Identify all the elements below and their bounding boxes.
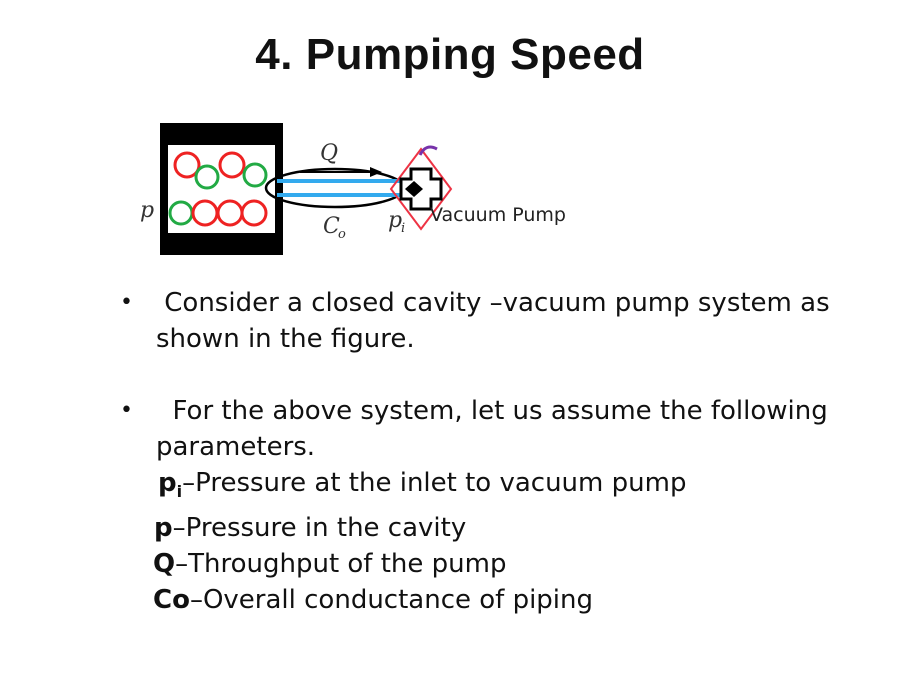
molecule [240, 199, 268, 227]
parameter-throughput: Q–Throughput of the pump [153, 546, 840, 582]
param-description: –Pressure in the cavity [172, 513, 467, 544]
molecule [218, 151, 246, 179]
parameter-inlet-pressure: pi–Pressure at the inlet to vacuum pump [158, 465, 840, 510]
pipe [264, 167, 415, 209]
inlet-pressure-label-sub: i [401, 221, 405, 236]
molecule [173, 151, 201, 179]
bullet-item: • For the above system, let us assume th… [120, 393, 840, 618]
parameter-cavity-pressure: p–Pressure in the cavity [154, 510, 840, 546]
param-description: –Pressure at the inlet to vacuum pump [182, 468, 687, 498]
vacuum-pump [389, 145, 453, 231]
bullet-list: • Consider a closed cavity –vacuum pump … [120, 285, 840, 618]
param-symbol: Co [153, 585, 190, 616]
bullet-text: For the above system, let us assume the … [156, 396, 837, 462]
bullet-symbol: • [120, 290, 133, 315]
conductance-label: C [323, 214, 340, 239]
slide-title: 4. Pumping Speed [255, 30, 645, 79]
param-description: –Throughput of the pump [175, 549, 507, 580]
throughput-label: Q [320, 141, 338, 166]
bullet-symbol: • [120, 398, 133, 423]
param-symbol: Q [153, 549, 176, 580]
conductance-label-sub: o [338, 227, 346, 242]
bullet-text: Consider a closed cavity –vacuum pump sy… [156, 288, 838, 354]
param-description: –Overall conductance of piping [189, 585, 594, 616]
molecule [242, 162, 268, 188]
bullet-item: • Consider a closed cavity –vacuum pump … [120, 285, 840, 357]
cavity-pressure-label: p [140, 198, 154, 223]
param-symbol-sub: i [176, 482, 183, 502]
vacuum-pump-label: Vacuum Pump [430, 204, 566, 226]
parameter-conductance: Co–Overall conductance of piping [153, 582, 840, 618]
param-symbol: p [154, 513, 173, 544]
molecule [194, 164, 220, 190]
cavity [160, 123, 283, 255]
param-symbol: p [158, 468, 177, 498]
inlet-pressure-label: p [388, 208, 402, 233]
cavity-pump-diagram: Q p C o p i Vacuum Pump [140, 123, 566, 255]
